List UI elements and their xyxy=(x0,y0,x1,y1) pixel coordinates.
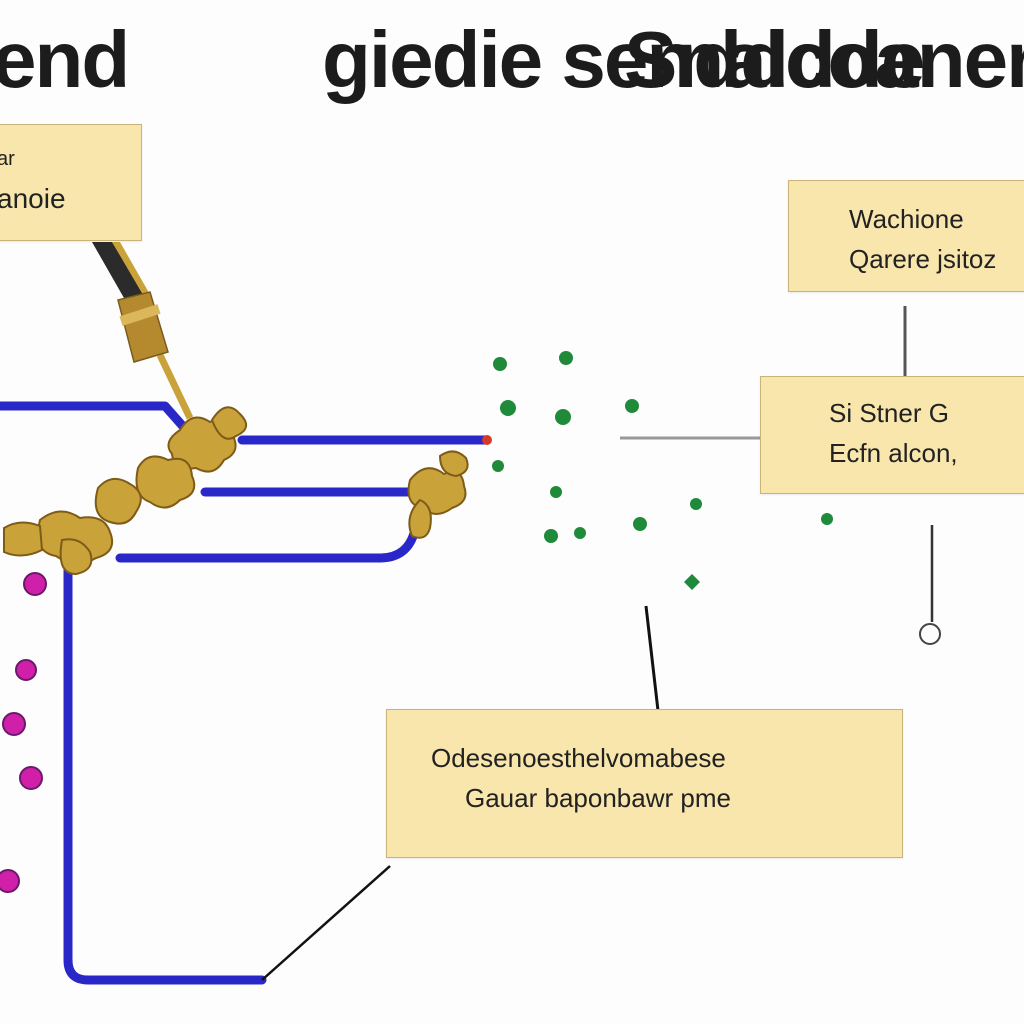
particle xyxy=(500,400,516,416)
callout-label: anoie xyxy=(0,183,66,214)
particle xyxy=(19,766,43,790)
callout-label: Wachione xyxy=(849,204,964,234)
particle xyxy=(544,529,558,543)
title-word-1: end xyxy=(0,15,130,104)
magenta-particles xyxy=(0,572,47,893)
particle xyxy=(0,869,20,893)
particle xyxy=(15,659,37,681)
title-word-2: giedie sendddde xyxy=(322,15,925,104)
particle xyxy=(690,498,702,510)
callout-label: ar xyxy=(0,148,15,170)
pipe-outlet-cap xyxy=(482,435,492,445)
particle xyxy=(559,351,573,365)
pipe-vertical-return xyxy=(63,560,267,985)
particle xyxy=(633,517,647,531)
callout-label: Qarere jsitoz xyxy=(849,244,997,274)
callout-top-right: Wachione Qarere jsitoz xyxy=(788,180,1024,292)
particle xyxy=(493,357,507,371)
particle xyxy=(550,486,562,498)
pipe-top xyxy=(0,401,200,445)
particle xyxy=(23,572,47,596)
callout-label: Gauar baponbawr pme xyxy=(465,783,731,813)
callout-label: Odesenoesthelvomabese xyxy=(431,743,726,773)
callout-middle-right: Si Stner G Ecfn alcon, xyxy=(760,376,1024,494)
particle xyxy=(625,399,639,413)
particle xyxy=(821,513,833,525)
callout-bottom: Odesenoesthelvomabese Gauar baponbawr pm… xyxy=(386,709,903,858)
spray-nozzle xyxy=(92,242,194,420)
particle xyxy=(684,574,700,590)
pipe-lower-branch xyxy=(115,525,420,563)
callout-label: Ecfn alcon, xyxy=(829,438,958,468)
brass-fittings xyxy=(3,406,469,576)
green-particles xyxy=(492,351,833,590)
title-word-3: Snalcoaner xyxy=(624,15,1024,104)
callout-label: Si Stner G xyxy=(829,398,949,428)
leader-lines xyxy=(261,306,941,981)
particle xyxy=(492,460,504,472)
particle xyxy=(2,712,26,736)
particle xyxy=(574,527,586,539)
particle xyxy=(555,409,571,425)
callout-top-left: ar anoie xyxy=(0,124,142,241)
